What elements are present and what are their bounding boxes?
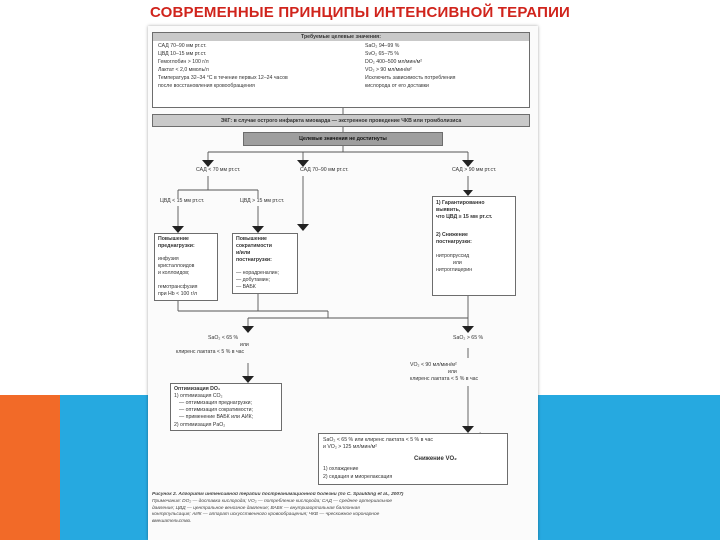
- vo2-reduction-item-1: 1) охлаждение: [323, 466, 359, 472]
- preload-line-6: и коллоидов;: [158, 270, 190, 276]
- slide-title: СОВРЕМЕННЫЕ ПРИНЦИПЫ ИНТЕНСИВНОЙ ТЕРАПИИ: [149, 4, 571, 21]
- high-sad-line-7: нитропруссид: [436, 253, 470, 259]
- target-right-6: кислорода от его доставки: [365, 83, 429, 89]
- contractility-box: Повышение сократимости и/или постнагрузк…: [232, 233, 298, 294]
- ecg-text: ЭКГ: в случае острого инфаркта миокарда …: [220, 118, 462, 124]
- high-sad-line-4: 2) Снижение: [436, 232, 468, 238]
- target-left-2: ЦВД 10–15 мм рт.ст.: [158, 51, 207, 57]
- target-left-3: Гемоглобин > 100 г/л: [158, 59, 209, 65]
- do2-line-6: 2) оптимизация PaO₂: [174, 422, 226, 428]
- figure-caption: Рисунок 2. Алгоритм интенсивной терапии …: [152, 492, 534, 526]
- target-values-header: Требуемые целевые значения:: [301, 34, 381, 40]
- high-sad-line-2: выявить,: [436, 207, 461, 213]
- do2-line-2: 1) оптимизация СО₂: [174, 393, 223, 399]
- sad-mid-label: САД 70–90 мм рт.ст.: [300, 167, 349, 173]
- contract-line-1: Повышение: [236, 236, 267, 242]
- ecg-box: ЭКГ: в случае острого инфаркта миокарда …: [152, 114, 530, 127]
- target-right-2: SvO₂ 65–75 %: [365, 51, 400, 57]
- preload-line-2: преднагрузки:: [158, 243, 195, 249]
- high-sad-line-3: что ЦВД ≥ 15 мм рт.ст.: [436, 214, 493, 220]
- do2-line-4: — оптимизация сократимости;: [179, 407, 253, 413]
- do2-line-5: — применение ВАБК или АИК;: [179, 414, 254, 420]
- do2-line-1: Оптимизация DO₂: [174, 386, 221, 392]
- target-values-header-bar: [153, 33, 529, 41]
- vo2-reduction-box: SaO₂ < 65 % или клиренс лактата < 5 % в …: [318, 433, 508, 485]
- contract-line-6: — норадреналин;: [236, 270, 279, 276]
- caption-line-4: контрпульсация; АИК — аппарат искусствен…: [152, 512, 380, 518]
- high-sad-line-9: нитроглицерин: [436, 267, 473, 273]
- high-sad-box: 1) Гарантированно выявить, что ЦВД ≥ 15 …: [432, 196, 516, 296]
- high-sad-line-5: постнагрузки:: [436, 239, 472, 245]
- contract-line-4: постнагрузки:: [236, 257, 272, 263]
- target-right-4: VO₂ > 90 мл/мин/м²: [365, 67, 412, 73]
- vo2-reduction-cond-2: и VO₂ > 125 мл/мин/м²: [323, 444, 377, 450]
- vo2-reduction-item-2: 2) седация и миорелаксация: [323, 474, 393, 480]
- preload-line-4: инфузия: [158, 256, 179, 262]
- contract-line-3: и/или: [236, 250, 251, 256]
- sao2-low-line-3: клиренс лактата < 5 % в час: [176, 349, 245, 355]
- caption-line-5: вмешательство.: [152, 519, 192, 525]
- vo2-line-2: или: [448, 369, 457, 375]
- target-right-3: DO₂ 400–500 мл/мин/м²: [365, 59, 422, 65]
- caption-line-2: Примечания: DO₂ — доставка кислорода; VO…: [152, 498, 393, 504]
- sao2-low-line-2: или: [240, 342, 249, 348]
- contract-line-8: — ВАБК: [236, 284, 256, 290]
- vo2-line-3: клиренс лактата < 5 % в час: [410, 376, 479, 382]
- target-right-5: Исключить зависимость потребления: [365, 75, 456, 81]
- preload-line-8: гемотрансфузия: [158, 284, 198, 290]
- preload-line-9: при Hb < 100 г/л: [158, 291, 198, 297]
- high-sad-line-8: или: [453, 260, 462, 266]
- diagram-page: Требуемые целевые значения: САД 70–90 мм…: [148, 26, 538, 540]
- sad-high-label: САД > 90 мм рт.ст.: [452, 167, 497, 173]
- vo2-reduction-title: Снижение VO₂: [414, 456, 457, 462]
- preload-box: Повышение преднагрузки: инфузия кристалл…: [154, 233, 218, 301]
- target-values-box: Требуемые целевые значения: САД 70–90 мм…: [152, 32, 530, 108]
- preload-line-1: Повышение: [158, 236, 189, 242]
- flowchart: Требуемые целевые значения: САД 70–90 мм…: [148, 26, 538, 540]
- targets-not-reached-text: Целевые значения не достигнуты: [299, 136, 387, 142]
- contract-line-7: — добутамин;: [236, 277, 270, 283]
- target-left-6: после восстановления кровообращения: [158, 83, 255, 89]
- target-left-5: Температура 32–34 °С в течение первых 12…: [158, 75, 288, 81]
- vo2-reduction-cond-1: SaO₂ < 65 % или клиренс лактата < 5 % в …: [323, 437, 433, 443]
- target-right-1: SaO₂ 94–99 %: [365, 43, 400, 49]
- target-left-1: САД 70–90 мм рт.ст.: [158, 43, 207, 49]
- sao2-low-line-1: SaO₂ < 65 %: [208, 335, 239, 341]
- targets-not-reached-box: Целевые значения не достигнуты: [243, 132, 443, 146]
- high-sad-line-1: 1) Гарантированно: [436, 200, 485, 206]
- do2-optimization-box: Оптимизация DO₂ 1) оптимизация СО₂ — опт…: [170, 383, 282, 431]
- contract-line-2: сократимости: [236, 243, 272, 249]
- preload-line-5: кристаллоидов: [158, 263, 195, 269]
- sao2-high-line-1: SaO₂ > 65 %: [453, 335, 484, 341]
- do2-line-3: — оптимизация преднагрузки;: [179, 400, 252, 406]
- caption-line-3: давление; ЦВД — центральное венозное дав…: [152, 505, 360, 511]
- target-left-4: Лактат < 2,0 ммоль/л: [158, 67, 209, 73]
- vo2-line-1: VO₂ < 90 мл/мин/м²: [410, 362, 457, 368]
- caption-line-1: Рисунок 2. Алгоритм интенсивной терапии …: [152, 492, 404, 497]
- cvd-high-label: ЦВД > 15 мм рт.ст.: [240, 198, 285, 204]
- sad-low-label: САД < 70 мм рт.ст.: [196, 167, 241, 173]
- cvd-low-label: ЦВД < 15 мм рт.ст.: [160, 198, 205, 204]
